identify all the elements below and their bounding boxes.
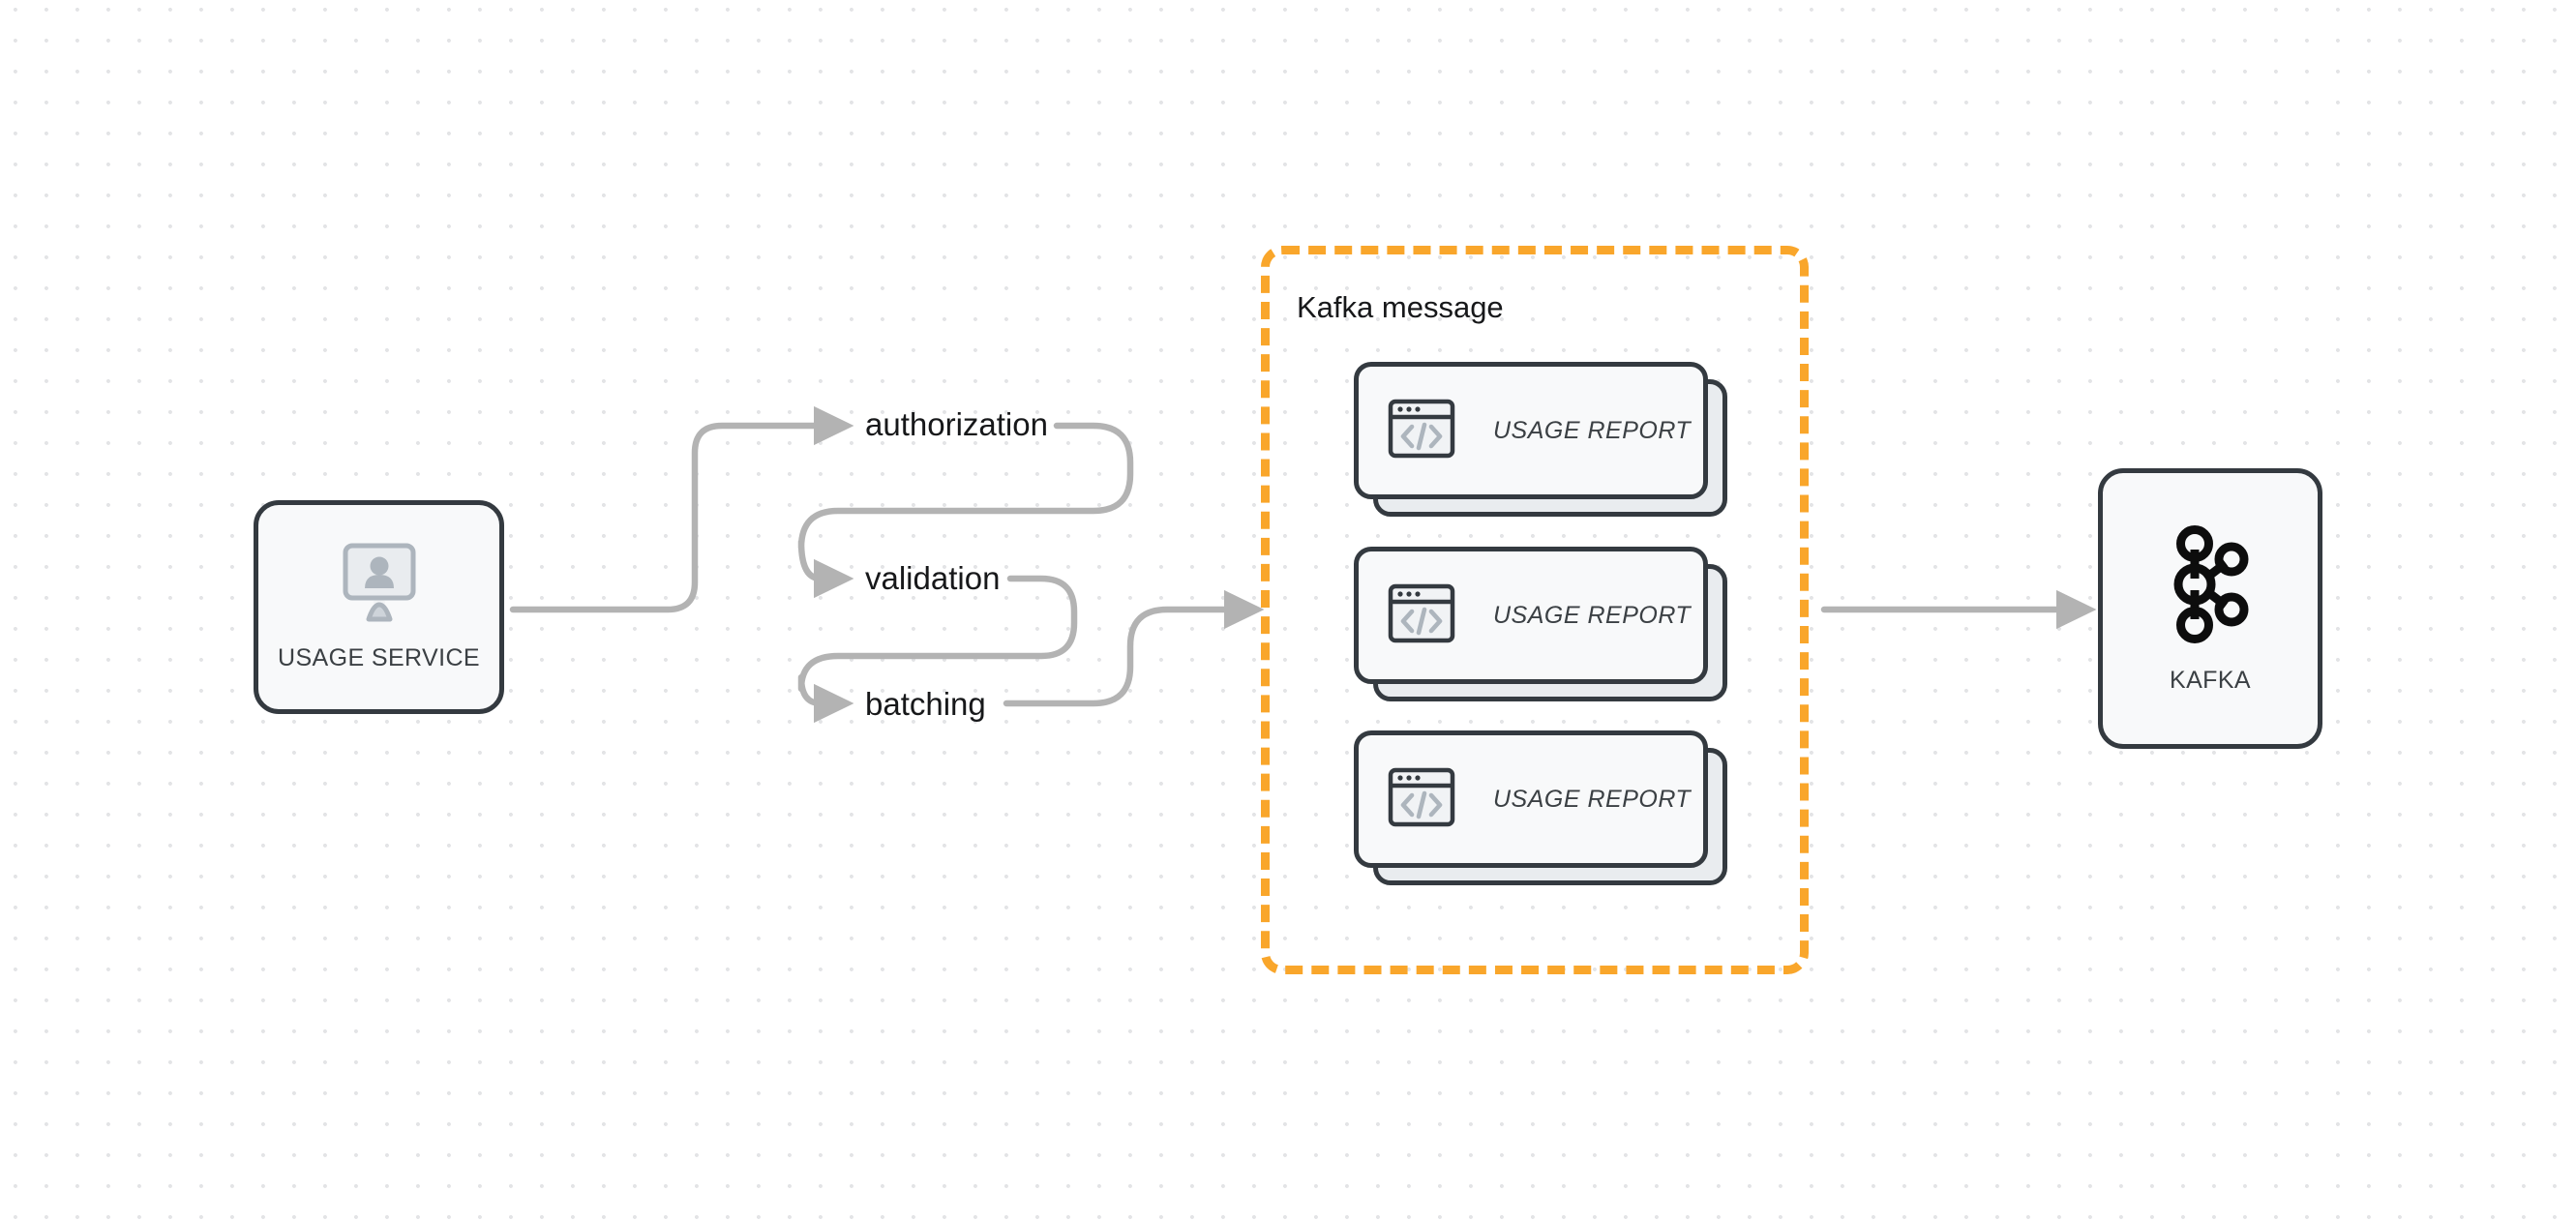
connector-authorization-to-validation [797, 422, 1134, 599]
code-window-icon [1387, 579, 1456, 653]
monitor-user-icon [335, 543, 424, 629]
node-usage-service[interactable]: USAGE SERVICE [254, 500, 504, 714]
process-step-batching[interactable]: batching [865, 686, 986, 722]
node-kafka-label: KAFKA [2170, 667, 2251, 694]
usage-report-card-label: USAGE REPORT [1493, 785, 1692, 813]
connector-validation-to-batching [797, 575, 1078, 724]
group-kafka-message[interactable] [1261, 246, 1809, 974]
node-kafka[interactable]: KAFKA [2098, 468, 2322, 749]
group-kafka-message-label: Kafka message [1297, 290, 1504, 324]
usage-report-card[interactable]: USAGE REPORT [1354, 547, 1727, 701]
process-step-authorization[interactable]: authorization [865, 406, 1048, 442]
process-step-validation[interactable]: validation [865, 560, 1001, 596]
card-front[interactable]: USAGE REPORT [1354, 362, 1708, 499]
usage-report-card-label: USAGE REPORT [1493, 601, 1692, 629]
node-usage-service-label: USAGE SERVICE [278, 643, 480, 671]
card-front[interactable]: USAGE REPORT [1354, 730, 1708, 868]
connector-batching-to-kafka-message [1003, 589, 1265, 707]
card-front[interactable]: USAGE REPORT [1354, 547, 1708, 684]
usage-report-card[interactable]: USAGE REPORT [1354, 730, 1727, 885]
connector-usage-service-to-authorization [509, 405, 854, 613]
code-window-icon [1387, 394, 1456, 468]
usage-report-card[interactable]: USAGE REPORT [1354, 362, 1727, 517]
usage-report-card-label: USAGE REPORT [1493, 416, 1692, 444]
code-window-icon [1387, 762, 1456, 837]
kafka-logo-icon [2166, 522, 2255, 651]
